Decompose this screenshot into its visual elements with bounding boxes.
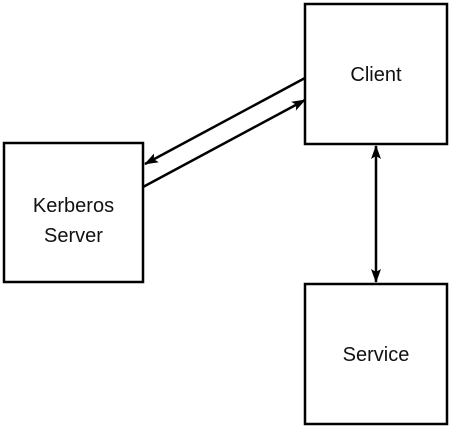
kerberos-server-label-line2: Server <box>44 225 103 247</box>
arrow-client-to-kerberos <box>144 76 306 166</box>
kerberos-server-node: Kerberos Server <box>2 141 145 284</box>
client-node: Client <box>303 2 449 146</box>
arrow-kerberos-to-client <box>142 98 306 189</box>
kerberos-server-label-line1: Kerberos <box>33 195 114 217</box>
client-box <box>303 2 449 146</box>
service-node: Service <box>303 282 449 426</box>
service-box <box>303 282 449 426</box>
service-label: Service <box>343 344 410 366</box>
kerberos-server-box <box>2 141 145 284</box>
client-label: Client <box>350 64 402 86</box>
